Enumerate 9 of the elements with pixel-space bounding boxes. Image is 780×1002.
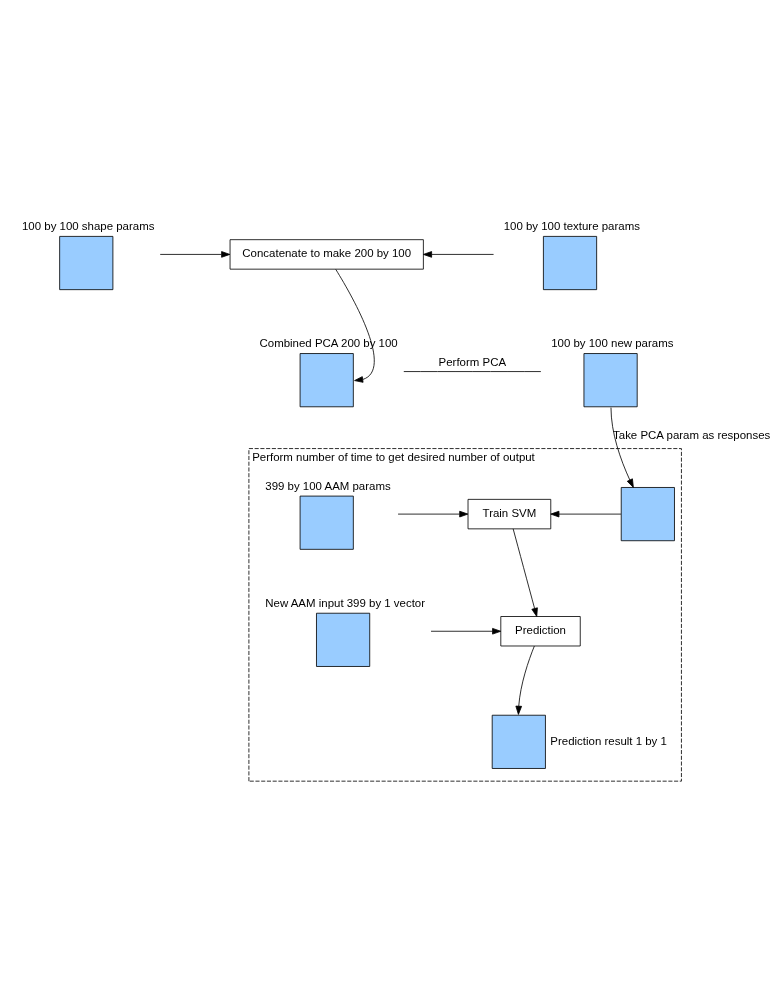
- node-label: Combined PCA 200 by 100: [259, 337, 398, 350]
- node-label: New AAM input 399 by 1 vector: [265, 596, 426, 609]
- node-label: 100 by 100 shape params: [21, 220, 155, 233]
- edge-label: Take PCA param as responses: [613, 428, 771, 441]
- node-label: Prediction result 1 by 1: [550, 734, 667, 747]
- edge-label: Perform PCA: [438, 355, 507, 368]
- node-label: 399 by 100 AAM params: [265, 479, 391, 492]
- node-label: 100 by 100 new params: [551, 337, 674, 350]
- node-label: 100 by 100 texture params: [503, 220, 640, 233]
